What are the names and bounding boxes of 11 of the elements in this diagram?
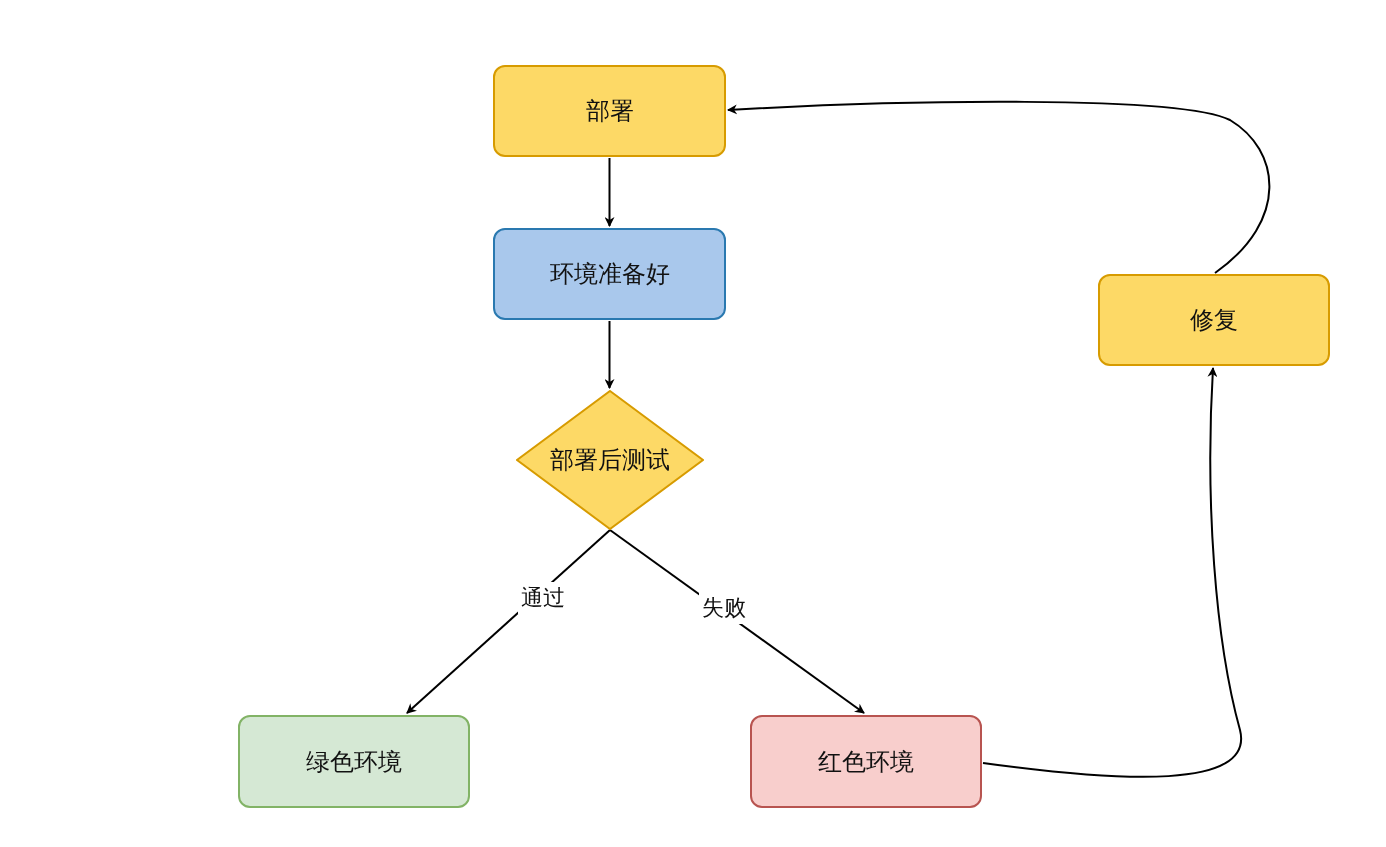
edge-label: 失败 [699,592,749,624]
result-box: 绿色环境 [238,715,470,808]
arrow [604,320,615,389]
process-box: 修复 [1098,274,1330,366]
process-box: 环境准备好 [493,228,726,320]
arrow [604,157,615,227]
process-box: 部署 [493,65,726,157]
arrow [727,100,1271,274]
result-box: 红色环境 [750,715,982,808]
arrow [982,367,1242,778]
decision-diamond: 部署后测试 [516,390,704,530]
